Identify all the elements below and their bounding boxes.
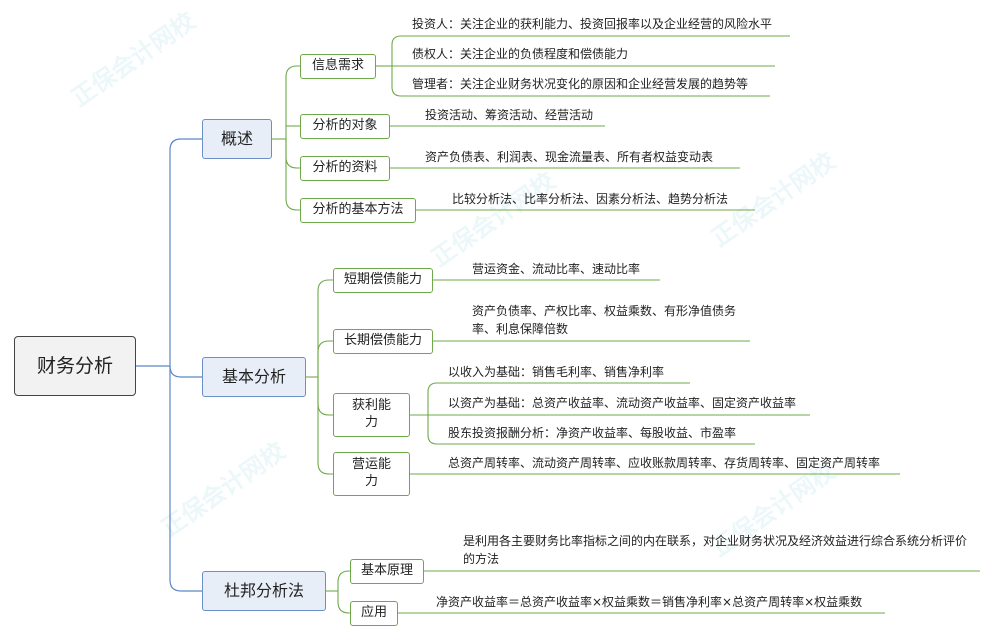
node-basic-principle[interactable]: 基本原理 <box>350 559 424 584</box>
node-info-demand[interactable]: 信息需求 <box>300 54 376 79</box>
leaf-asset-based: 以资产为基础：总资产收益率、流动资产收益率、固定资产收益率 <box>448 396 797 410</box>
node-overview[interactable]: 概述 <box>202 119 272 159</box>
connector-basic <box>169 365 202 378</box>
leaf-basic-principle: 是利用各主要财务比率指标之间的内在联系，对企业财务状况及经济效益进行综合系统分析… <box>463 534 968 566</box>
leaf-manager: 管理者：关注企业财务状况变化的原因和企业经营发展的趋势等 <box>412 77 749 91</box>
connector-dupont <box>169 366 202 592</box>
leaf-short-term: 营运资金、流动比率、速动比率 <box>472 262 641 276</box>
node-short-term-solvency[interactable]: 短期偿债能力 <box>333 268 433 293</box>
leaf-basic-methods: 比较分析法、比率分析法、因素分析法、趋势分析法 <box>452 192 729 206</box>
leaf-long-term: 资产负债率、产权比率、权益乘数、有形净值债务率、利息保障倍数 <box>472 304 737 336</box>
node-dupont[interactable]: 杜邦分析法 <box>202 571 326 611</box>
node-operating-capacity[interactable]: 营运能力 <box>333 452 410 496</box>
node-application[interactable]: 应用 <box>350 601 398 626</box>
leaf-analysis-materials: 资产负债表、利润表、现金流量表、所有者权益变动表 <box>425 150 714 164</box>
leaf-shareholder-return: 股东投资报酬分析：净资产收益率、每股收益、市盈率 <box>448 426 737 440</box>
node-basic-methods[interactable]: 分析的基本方法 <box>300 198 416 223</box>
node-long-term-solvency[interactable]: 长期偿债能力 <box>333 329 433 354</box>
node-profitability[interactable]: 获利能力 <box>333 393 410 437</box>
leaf-analysis-object: 投资活动、筹资活动、经营活动 <box>425 108 594 122</box>
leaf-creditor: 债权人：关注企业的负债程度和偿债能力 <box>412 47 629 61</box>
connector-overview <box>169 138 202 366</box>
root-node[interactable]: 财务分析 <box>14 336 136 396</box>
leaf-revenue-based: 以收入为基础：销售毛利率、销售净利率 <box>448 365 665 379</box>
leaf-application: 净资产收益率＝总资产收益率×权益乘数＝销售净利率×总资产周转率×权益乘数 <box>436 595 863 609</box>
leaf-operating-capacity: 总资产周转率、流动资产周转率、应收账款周转率、存货周转率、固定资产周转率 <box>448 456 881 470</box>
leaf-investor: 投资人：关注企业的获利能力、投资回报率以及企业经营的风险水平 <box>412 17 773 31</box>
node-analysis-materials[interactable]: 分析的资料 <box>300 156 390 181</box>
node-analysis-object[interactable]: 分析的对象 <box>300 114 390 139</box>
node-basic-analysis[interactable]: 基本分析 <box>202 357 306 397</box>
